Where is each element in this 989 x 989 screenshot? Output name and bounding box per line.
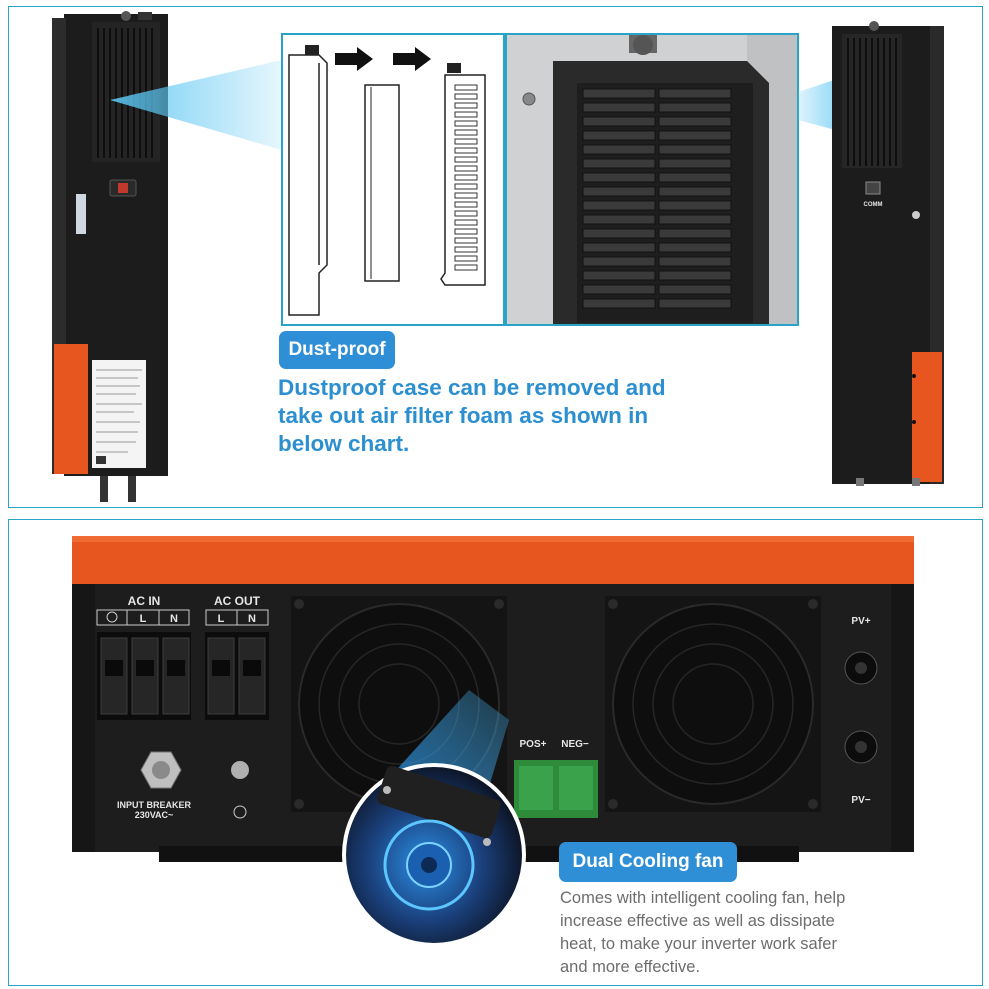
arrow-right-icon: [393, 47, 431, 71]
inverter-bottom-view: AC IN AC OUT L N L N INPUT BREAKER 230VA…: [72, 536, 914, 947]
cooling-fan-right: [605, 596, 821, 812]
ac-out-label: AC OUT: [214, 594, 261, 608]
ac-in-l-label: L: [140, 613, 147, 625]
pv-minus-label: PV−: [851, 795, 870, 806]
filter-diagram-inset: [281, 33, 505, 326]
filter-grill-photo: [507, 35, 797, 324]
highlight-beam-left: [110, 60, 282, 150]
voltage-label: 230VAC~: [135, 810, 174, 820]
inverter-side-view-right: COMM: [832, 21, 944, 486]
comm-label: COMM: [864, 202, 883, 208]
dust-proof-description: Dustproof case can be removed and take o…: [278, 375, 666, 456]
ac-terminal-blocks: [97, 632, 269, 720]
filter-removal-diagram: [288, 45, 486, 316]
dust-proof-badge: Dust-proof: [279, 331, 395, 369]
ground-screw: [231, 761, 249, 779]
pv-plus-label: PV+: [851, 616, 870, 627]
ground-icon: [106, 611, 118, 623]
pos-label: POS+: [520, 739, 547, 750]
arrow-right-icon: [335, 47, 373, 71]
ground-symbol-icon: [233, 805, 247, 819]
fan-closeup: [342, 763, 526, 947]
dual-cooling-fan-badge: Dual Cooling fan: [559, 842, 737, 882]
ac-out-l-label: L: [218, 613, 225, 625]
ac-out-n-label: N: [248, 613, 256, 625]
cooling-fan-description: Comes with intelligent cooling fan, help…: [560, 889, 846, 976]
ac-in-label: AC IN: [128, 594, 161, 608]
ac-in-n-label: N: [170, 613, 178, 625]
comm-port: [865, 181, 881, 195]
neg-label: NEG−: [561, 739, 589, 750]
filter-photo-inset: [505, 33, 799, 326]
input-breaker-label: INPUT BREAKER: [117, 800, 192, 810]
filter-foam: [364, 84, 400, 282]
